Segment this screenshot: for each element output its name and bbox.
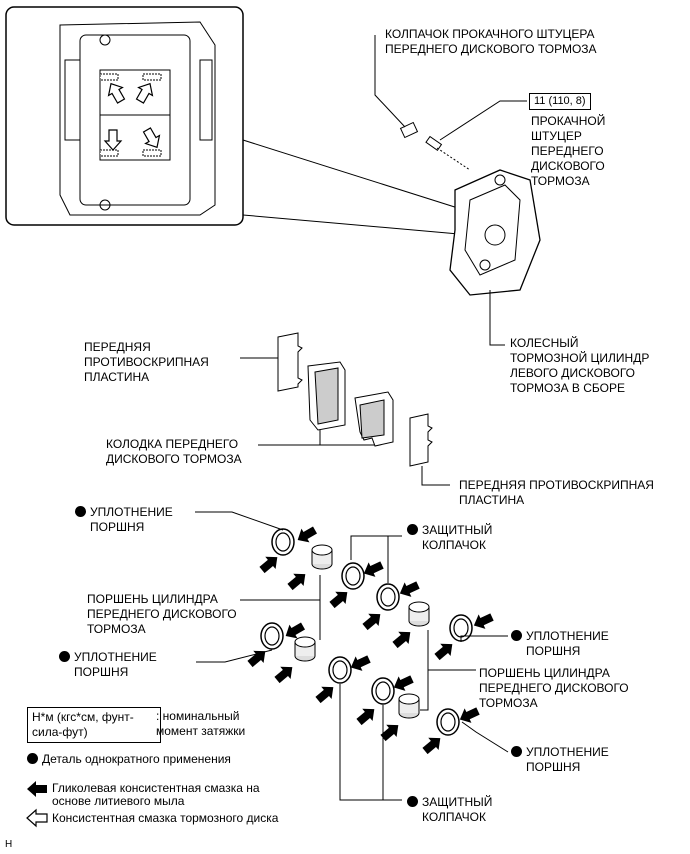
- piston-part: [311, 544, 333, 570]
- brake-pad-part: [354, 391, 394, 447]
- dust-boot-label: ЗАЩИТНЫЙ КОЛПАЧОК: [407, 523, 492, 553]
- piston-seal-part: [436, 708, 460, 736]
- piston-seal-label: УПЛОТНЕНИЕ ПОРШНЯ: [511, 745, 609, 775]
- dust-boot-part: [341, 562, 365, 590]
- non-reusable-icon: [511, 630, 522, 641]
- piston-part: [398, 693, 420, 719]
- legend-non-reusable: Деталь однократного применения: [27, 752, 231, 767]
- piston-seal-part: [260, 622, 284, 650]
- bleeder-cap-part: [399, 121, 419, 139]
- caliper-assembly-part: [449, 169, 541, 296]
- inset-leader: [242, 214, 471, 236]
- piston-seal-label: УПЛОТНЕНИЕ ПОРШНЯ: [59, 650, 157, 680]
- footer-code: H: [5, 839, 13, 850]
- disc-grease-icon: [26, 809, 48, 827]
- non-reusable-icon: [407, 796, 418, 807]
- brake-pad-part: [307, 361, 346, 431]
- non-reusable-icon: [27, 753, 38, 764]
- inset-leader: [242, 139, 481, 216]
- piston-part: [294, 636, 316, 662]
- dust-boot-part: [328, 656, 352, 684]
- anti-squeal-shim-upper-part: [277, 332, 303, 392]
- legend-torque-box: Н*м (кгс*см, фунт-сила-фут): [27, 707, 161, 743]
- dust-boot-part: [371, 677, 395, 705]
- torque-value-box: 11 (110, 8): [529, 93, 591, 110]
- piston-seal-part: [271, 528, 295, 556]
- bleeder-plug-part: [425, 135, 471, 171]
- anti-squeal-shim-lower-part: [409, 413, 433, 467]
- piston-part: [408, 601, 430, 627]
- non-reusable-icon: [59, 651, 70, 662]
- dust-boot-label: ЗАЩИТНЫЙ КОЛПАЧОК: [407, 795, 492, 825]
- piston-seal-label: УПЛОТНЕНИЕ ПОРШНЯ: [511, 629, 609, 659]
- non-reusable-icon: [75, 506, 86, 517]
- non-reusable-icon: [511, 746, 522, 757]
- lithium-grease-icon: [27, 781, 47, 797]
- non-reusable-icon: [407, 524, 418, 535]
- detail-inset: [5, 6, 244, 226]
- piston-seal-label: УПЛОТНЕНИЕ ПОРШНЯ: [75, 505, 173, 535]
- dust-boot-part: [376, 583, 400, 611]
- legend-disc-grease: Консистентная смазка тормозного диска: [52, 811, 279, 825]
